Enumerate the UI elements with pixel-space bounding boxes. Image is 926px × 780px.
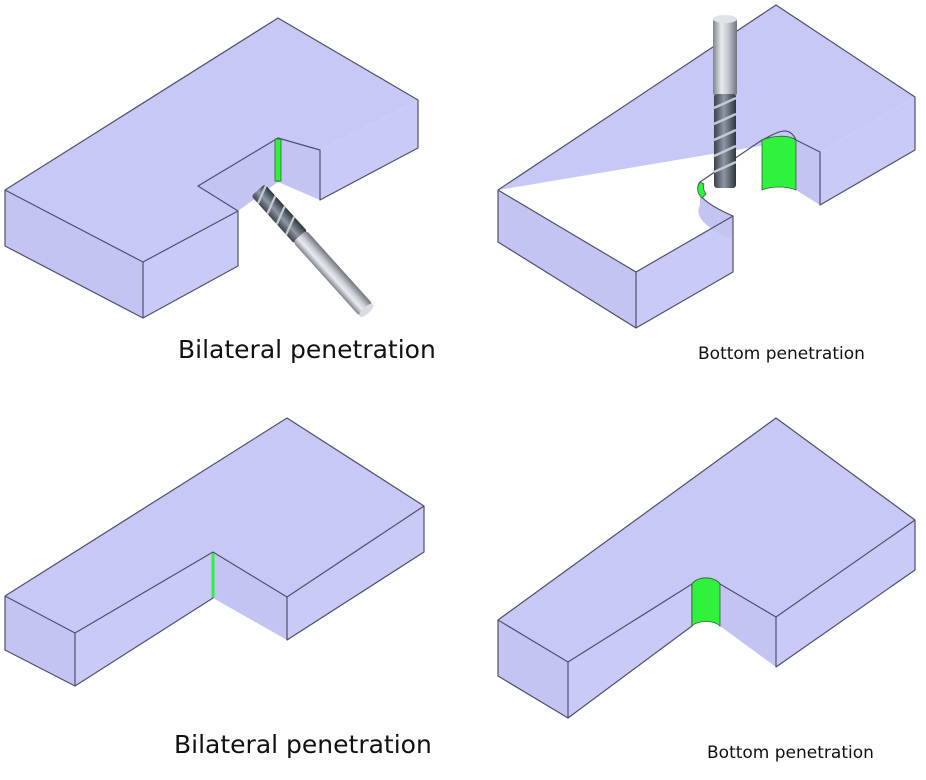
caption-bilateral-penetration: Bilateral penetration [174,730,432,759]
block-bottom-right [497,417,916,719]
block-front-face [498,190,636,328]
caption-bottom-penetration: Bottom penetration [698,344,865,364]
block-side-face [568,584,692,718]
block-right-face [320,100,418,200]
block-edge [497,189,637,273]
block-edge [497,619,569,663]
notch-back-wall [278,138,320,200]
block-side-face [636,216,733,328]
block-front-face [5,190,143,318]
block-front-face [498,620,568,718]
notch-left-wall [697,182,733,240]
block-side-face [143,211,238,318]
end-mill-cutter-icon [713,15,737,188]
block-edge [567,583,693,663]
penetration-highlight [274,138,282,182]
block-top-face [498,418,915,662]
block-edge [286,505,425,598]
block-top-face [5,18,418,262]
penetration-highlight [691,577,721,627]
block-inner-front-face [720,584,776,667]
block-right-face [776,520,915,667]
block-edge [74,551,214,634]
penetration-highlight [761,135,797,191]
block-front-face [5,596,75,686]
block-top-face [5,418,424,633]
penetration-highlight-small [697,181,707,199]
block-inner-front-face [213,552,287,640]
caption-bilateral-penetration: Bilateral penetration [178,335,436,364]
block-top-right [497,4,916,329]
block-edge [4,595,76,634]
block-right-face [287,506,424,640]
caption-bottom-penetration: Bottom penetration [707,743,874,763]
notch-back-wall [796,140,820,205]
block-side-face [75,552,213,686]
block-edge [4,189,144,263]
block-edge [142,210,239,263]
end-mill-cutter-icon [252,185,374,317]
block-top-left [4,17,419,319]
block-edge [775,519,916,618]
block-edge [635,215,734,273]
block-top-face [498,5,915,190]
block-bottom-left [4,417,425,687]
block-right-face [820,97,915,205]
